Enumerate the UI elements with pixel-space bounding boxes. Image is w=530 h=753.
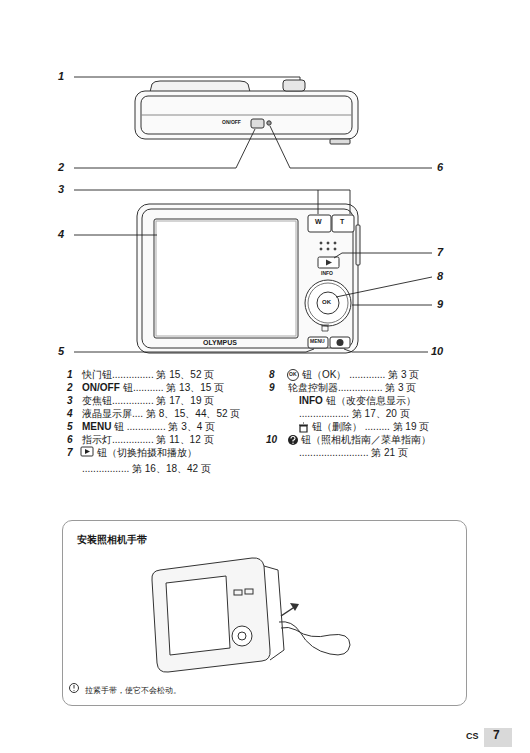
list-entry: 钮（删除） ......... 第 19 页 — [312, 421, 429, 433]
callout-number: 9 — [437, 298, 443, 311]
switch-label: ON/OFF — [222, 120, 241, 126]
list-number: 3 — [67, 395, 73, 407]
list-entry: .................. 第 17、20 页 — [299, 408, 410, 420]
list-number: 4 — [67, 408, 73, 420]
list-entry: 钮（切换拍摄和播放） — [97, 447, 197, 459]
list-number: 5 — [67, 421, 73, 433]
zoom-t-label: T — [340, 218, 344, 226]
list-number: 7 — [67, 447, 73, 459]
list-entry: 轮盘控制器................ 第 3 页 — [288, 382, 416, 394]
info-label: INFO — [321, 271, 333, 277]
page-number-box — [484, 728, 512, 747]
brand-name: OLYMPUS — [203, 339, 237, 347]
strap-illustration — [70, 558, 351, 693]
list-entry: 钮（OK） ............. 第 3 页 — [302, 369, 419, 381]
list-number: 1 — [67, 369, 73, 381]
menu-label: MENU — [310, 339, 325, 345]
panel-heading: 安装照相机手带 — [77, 533, 452, 547]
list-entry: 钮........... 第 13、15 页 — [123, 382, 224, 394]
list-button-name: ON/OFF — [82, 382, 120, 394]
leader-lines — [74, 77, 432, 352]
list-entry: 变焦钮............... 第 17、19 页 — [82, 395, 214, 407]
callout-number: 7 — [437, 246, 443, 259]
list-number: 9 — [269, 382, 275, 394]
callout-number: 8 — [437, 270, 443, 283]
callout-number: 4 — [58, 228, 64, 241]
list-entry: 指示灯............... 第 11、12 页 — [82, 434, 214, 446]
list-button-name: MENU — [82, 421, 111, 433]
list-entry: 钮（改变信息显示） — [326, 395, 416, 407]
list-entry: ......................... 第 21 页 — [299, 447, 408, 459]
list-entry: ................. 第 16、18、42 页 — [82, 463, 211, 475]
list-number: 10 — [266, 434, 277, 446]
callout-number: 1 — [58, 70, 64, 83]
callout-number: 3 — [58, 183, 64, 196]
callout-number: 5 — [58, 345, 64, 358]
ok-icon-label: OK — [289, 372, 297, 378]
ok-label: OK — [322, 299, 331, 306]
page-number: 7 — [493, 729, 500, 743]
list-entry: 钮（照相机指南／菜单指南） — [301, 434, 431, 446]
camera-top-view — [135, 80, 358, 144]
list-button-name: INFO — [299, 395, 323, 407]
callout-number: 6 — [437, 161, 443, 174]
zoom-w-label: W — [315, 218, 322, 226]
list-icons — [81, 370, 308, 457]
list-number: 6 — [67, 434, 73, 446]
language-code: CS — [466, 731, 479, 741]
callout-number: 2 — [58, 161, 64, 174]
list-entry: 液晶显示屏.... 第 8、15、44、52 页 — [82, 408, 240, 420]
list-number: 8 — [269, 369, 275, 381]
callout-number: 10 — [431, 345, 443, 358]
list-entry: 钮 .............. 第 3、4 页 — [114, 421, 215, 433]
list-entry: 快门钮............... 第 15、52 页 — [82, 369, 214, 381]
info-panel: 安装照相机手带拉紧手带，使它不会松动。 — [62, 520, 467, 706]
camera-back-view — [137, 204, 360, 353]
list-number: 2 — [67, 382, 73, 394]
panel-note: 拉紧手带，使它不会松动。 — [85, 685, 452, 696]
